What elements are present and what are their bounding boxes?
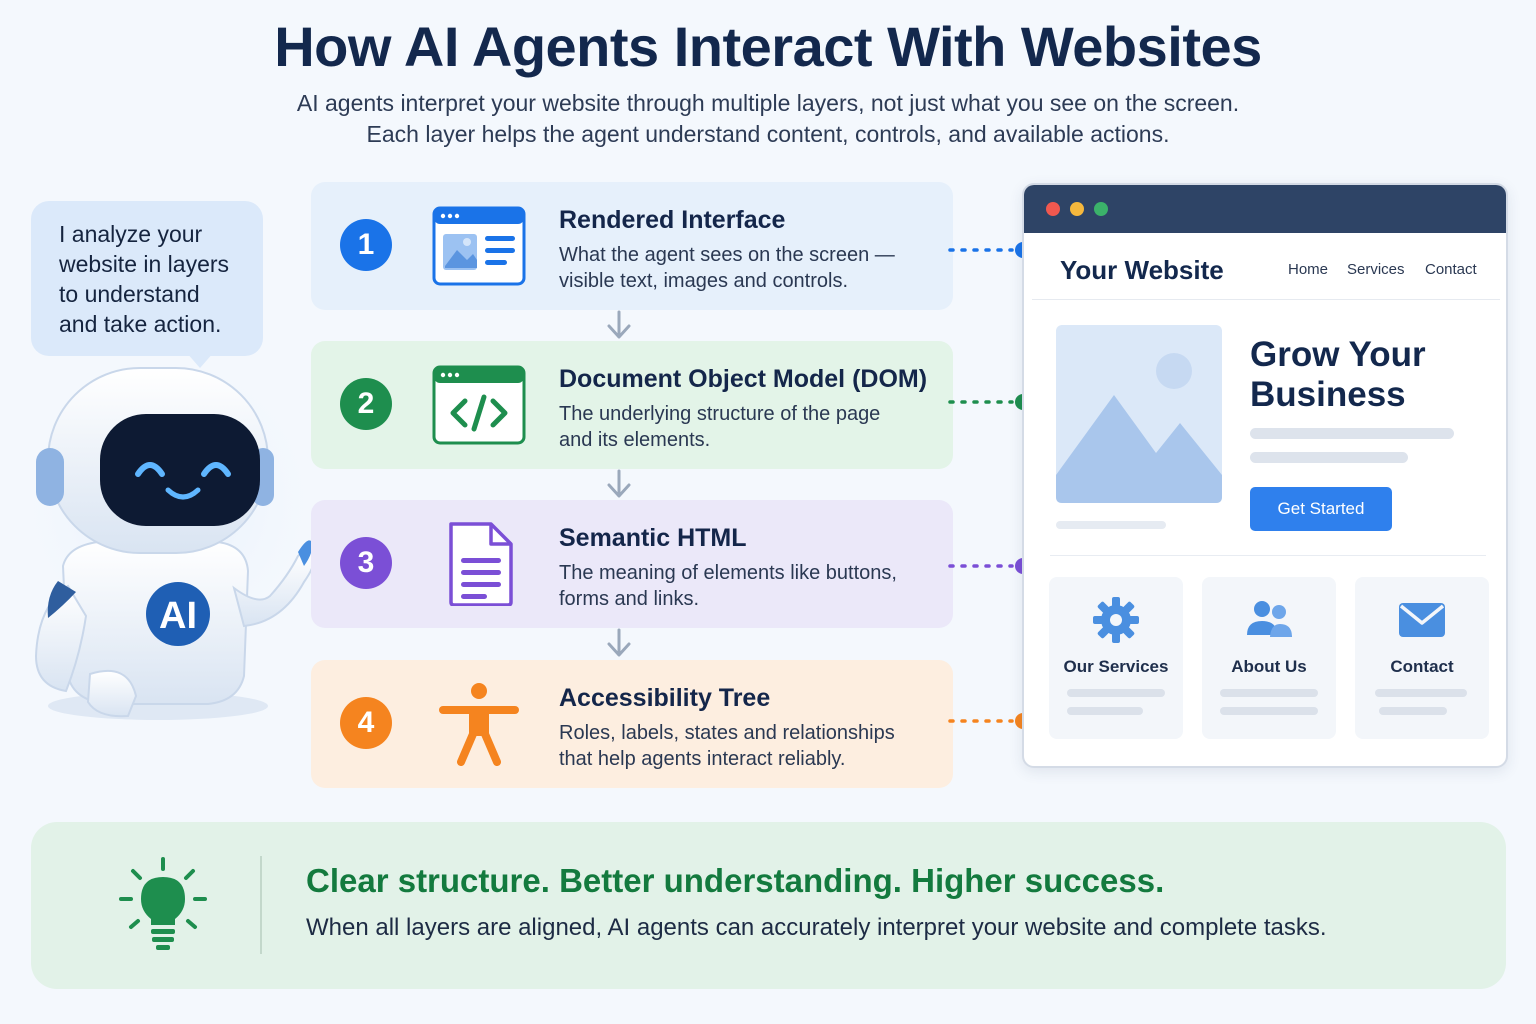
subtitle-line-1: AI agents interpret your website through… bbox=[296, 90, 1240, 116]
envelope-icon bbox=[1399, 603, 1445, 637]
speech-line-2: website in layers bbox=[59, 251, 230, 277]
hero-text-placeholder-bar bbox=[1250, 452, 1408, 463]
layer-desc-4: Roles, labels, states and relationships … bbox=[559, 720, 939, 772]
down-arrow-icon bbox=[607, 628, 631, 657]
hero-text-placeholder-bar bbox=[1250, 428, 1454, 439]
layer-desc-2: The underlying structure of the page and… bbox=[559, 401, 939, 453]
robot-illustration: AI bbox=[18, 366, 318, 720]
layer-desc-1-line-2: visible text, images and controls. bbox=[559, 270, 849, 292]
summary-banner: Clear structure. Better understanding. H… bbox=[31, 822, 1506, 989]
connector-layer-3 bbox=[948, 558, 1031, 574]
speech-bubble: I analyze your website in layers to unde… bbox=[31, 201, 263, 356]
layer-desc-3-line-1: The meaning of elements like buttons, bbox=[559, 562, 897, 584]
card-label: About Us bbox=[1231, 657, 1307, 676]
site-logo[interactable]: Your Website bbox=[1060, 255, 1224, 285]
layer-number-1: 1 bbox=[340, 219, 392, 271]
lightbulb-icon bbox=[119, 857, 207, 950]
layer-desc-2-line-2: and its elements. bbox=[559, 429, 711, 451]
banner-description: When all layers are aligned, AI agents c… bbox=[306, 914, 1327, 941]
layer-title-1: Rendered Interface bbox=[559, 206, 786, 234]
speech-line-4: and take action. bbox=[59, 311, 222, 337]
layer-desc-1: What the agent sees on the screen — visi… bbox=[559, 242, 939, 294]
card-placeholder-bar bbox=[1220, 689, 1318, 697]
layer-desc-2-line-1: The underlying structure of the page bbox=[559, 403, 881, 425]
layer-desc-1-line-1: What the agent sees on the screen — bbox=[559, 244, 895, 266]
speech-bubble-tail bbox=[186, 352, 214, 368]
layer-semantic-html: 3 Semantic HTML The meaning of elements … bbox=[311, 500, 953, 628]
nav-contact-link[interactable]: Contact bbox=[1425, 261, 1477, 278]
card-label: Contact bbox=[1390, 657, 1454, 676]
window-maximize-dot[interactable] bbox=[1094, 202, 1108, 216]
people-icon bbox=[1247, 601, 1292, 637]
speech-line-1: I analyze your bbox=[59, 221, 203, 247]
caption-placeholder-bar bbox=[1056, 521, 1166, 529]
nav-services-link[interactable]: Services bbox=[1347, 261, 1405, 278]
browser-title-bar bbox=[1024, 185, 1506, 233]
robot-badge-text: AI bbox=[159, 595, 197, 637]
banner-divider bbox=[260, 856, 262, 954]
hero-image-placeholder bbox=[1056, 325, 1222, 503]
layer-number-3: 3 bbox=[340, 537, 392, 589]
get-started-button[interactable]: Get Started bbox=[1250, 487, 1392, 531]
layer-desc-3: The meaning of elements like buttons, fo… bbox=[559, 560, 939, 612]
card-placeholder-bar bbox=[1379, 707, 1447, 715]
page-title: How AI Agents Interact With Websites bbox=[274, 15, 1262, 78]
layer-desc-4-line-1: Roles, labels, states and relationships bbox=[559, 722, 895, 744]
browser-window-icon bbox=[432, 206, 526, 286]
accessibility-person-icon bbox=[439, 683, 519, 766]
website-mockup: Your Website Home Services Contact Grow … bbox=[1022, 183, 1508, 768]
nav-home-link[interactable]: Home bbox=[1288, 261, 1329, 278]
layer-title-2: Document Object Model (DOM) bbox=[559, 365, 928, 393]
hero-title: Grow Your Business bbox=[1250, 335, 1426, 415]
layer-rendered-interface: 1 Rendered Interface What the agent sees… bbox=[311, 182, 953, 310]
card-our-services[interactable]: Our Services bbox=[1049, 577, 1183, 739]
card-about-us[interactable]: About Us bbox=[1202, 577, 1336, 739]
nav-divider bbox=[1032, 299, 1500, 300]
hero-title-line-1: Grow Your bbox=[1250, 335, 1426, 374]
layer-desc-4-line-2: that help agents interact reliably. bbox=[559, 748, 846, 770]
down-arrow-icon bbox=[607, 469, 631, 498]
layer-number-4: 4 bbox=[340, 697, 392, 749]
banner-title: Clear structure. Better understanding. H… bbox=[306, 862, 1165, 899]
card-placeholder-bar bbox=[1067, 689, 1165, 697]
down-arrow-icon bbox=[607, 310, 631, 339]
card-placeholder-bar bbox=[1375, 689, 1467, 697]
connector-layer-1 bbox=[948, 242, 1031, 258]
layer-desc-3-line-2: forms and links. bbox=[559, 588, 700, 610]
card-placeholder-bar bbox=[1220, 707, 1318, 715]
layer-title-4: Accessibility Tree bbox=[559, 684, 771, 712]
hero-title-line-2: Business bbox=[1250, 375, 1406, 414]
card-placeholder-bar bbox=[1067, 707, 1143, 715]
layer-number-2: 2 bbox=[340, 378, 392, 430]
layer-title-3: Semantic HTML bbox=[559, 524, 747, 552]
speech-line-3: to understand bbox=[59, 281, 200, 307]
window-minimize-dot[interactable] bbox=[1070, 202, 1084, 216]
gear-icon bbox=[1093, 597, 1139, 643]
hero-divider bbox=[1050, 555, 1486, 556]
window-close-dot[interactable] bbox=[1046, 202, 1060, 216]
subtitle-line-2: Each layer helps the agent understand co… bbox=[366, 121, 1170, 147]
layer-dom: 2 Document Object Model (DOM) The underl… bbox=[311, 341, 953, 469]
card-label: Our Services bbox=[1063, 657, 1169, 676]
layer-accessibility-tree: 4 Accessibility Tree Roles, labels, stat… bbox=[311, 660, 953, 788]
connector-layer-4 bbox=[948, 713, 1031, 729]
card-contact[interactable]: Contact bbox=[1355, 577, 1489, 739]
code-window-icon bbox=[432, 365, 526, 445]
document-icon bbox=[449, 522, 513, 606]
connector-layer-2 bbox=[948, 394, 1031, 410]
page-subtitle: AI agents interpret your website through… bbox=[0, 88, 1536, 150]
